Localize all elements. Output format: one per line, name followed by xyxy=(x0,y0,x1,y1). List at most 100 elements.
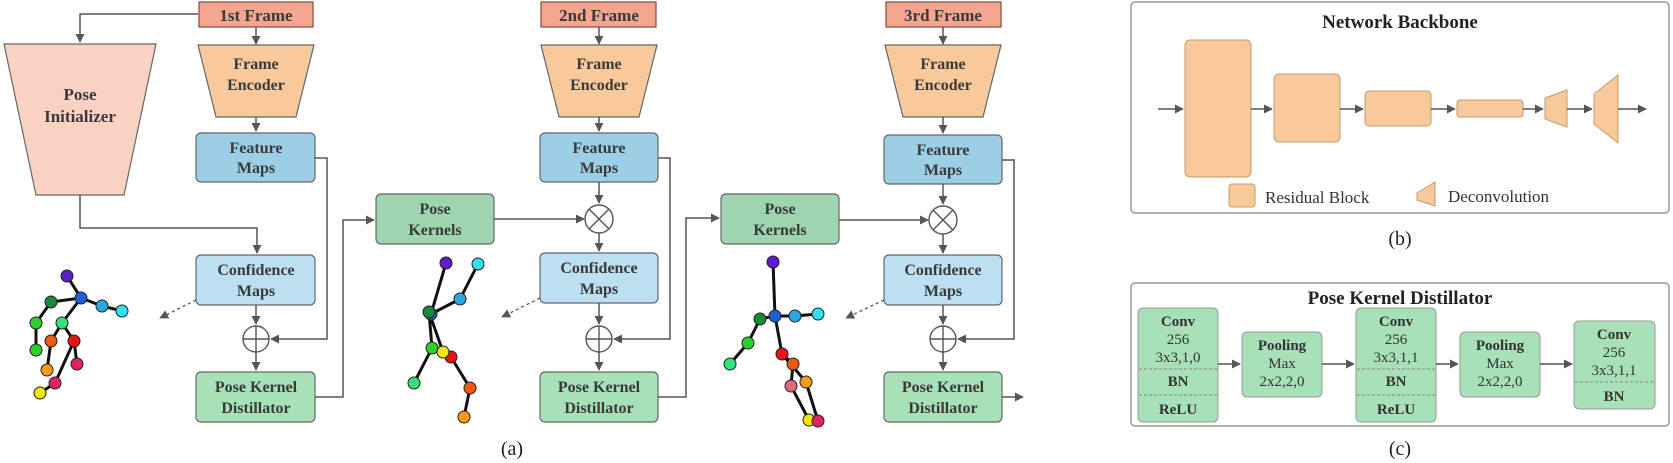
frame-encoder xyxy=(197,44,315,118)
frame-encoder-line2: Encoder xyxy=(914,77,972,94)
block-line2: 256 xyxy=(1167,332,1190,348)
frame-label-box xyxy=(885,1,1002,28)
skeleton-joint xyxy=(463,381,477,395)
pooling-block-1: Pooling Max 2x2,2,0 xyxy=(1241,331,1323,398)
skeleton-joint xyxy=(67,334,81,348)
pose-kernels-1: Pose Kernels xyxy=(375,193,495,245)
distillator-line1: Pose Kernel xyxy=(558,379,641,396)
frame-encoder xyxy=(540,44,658,118)
block-line2: Max xyxy=(1486,356,1514,372)
frame-encoder-line1: Frame xyxy=(576,56,621,73)
skeleton-joint xyxy=(453,292,467,306)
conv-block-1: Conv 256 3x3,1,0 BN ReLU xyxy=(1137,307,1219,423)
skeleton-joint xyxy=(766,255,780,269)
block-line1: Pooling xyxy=(1476,338,1525,354)
deconvolution-block xyxy=(1544,89,1568,128)
dashed-output-arrow xyxy=(159,299,197,319)
legend-deconv-label: Deconvolution xyxy=(1448,187,1550,206)
distillator-line2: Distillator xyxy=(908,400,977,417)
caption-a: (a) xyxy=(501,438,523,460)
skeleton-bone xyxy=(429,262,448,315)
column-frame-3: 3rd Frame Frame Encoder Feature Maps Con… xyxy=(845,1,1024,423)
feature-maps-line2: Maps xyxy=(237,160,275,177)
distillator-line1: Pose Kernel xyxy=(902,379,985,396)
column-frame-1: 1st Frame Frame Encoder Feature Maps Con… xyxy=(159,1,375,423)
distillator-to-kernels-arrow xyxy=(658,213,720,398)
feature-maps-line2: Maps xyxy=(924,162,962,179)
skeleton-joint xyxy=(788,309,802,323)
skeleton-joint xyxy=(811,414,825,428)
initializer-to-confidence-arrow xyxy=(79,195,262,254)
conv-block-2: Conv 256 3x3,1,1 BN ReLU xyxy=(1355,307,1437,423)
residual-block xyxy=(1456,99,1524,118)
skeleton-joint xyxy=(784,379,798,393)
skeleton-joint xyxy=(786,357,800,371)
bn-label: BN xyxy=(1604,389,1625,405)
pose-skeleton-1 xyxy=(29,269,129,400)
frame-encoder-line1: Frame xyxy=(233,56,278,73)
skeleton-joint xyxy=(29,316,43,330)
caption-b: (b) xyxy=(1388,228,1411,250)
legend-residual-label: Residual Block xyxy=(1265,188,1370,207)
relu-label: ReLU xyxy=(1377,402,1415,418)
skeleton-bone xyxy=(53,340,76,384)
legend-residual-swatch xyxy=(1228,183,1256,208)
add-operator xyxy=(929,325,957,353)
feature-maps-line1: Feature xyxy=(916,142,969,159)
skeleton-joint xyxy=(425,341,439,355)
frame-encoder-line1: Frame xyxy=(920,56,965,73)
multiply-operator xyxy=(584,204,614,234)
skeleton-bone xyxy=(458,263,480,300)
skeleton-joint xyxy=(115,304,129,318)
feature-maps-line1: Feature xyxy=(572,140,625,157)
distillator-line2: Distillator xyxy=(564,400,633,417)
feature-skip-arrow xyxy=(613,157,671,344)
pooling-block-2: Pooling Max 2x2,2,0 xyxy=(1459,331,1541,398)
block-line2: Max xyxy=(1268,356,1296,372)
block-line1: Conv xyxy=(1379,314,1414,330)
distillator-line2: Distillator xyxy=(221,400,290,417)
block-line3: 3x3,1,0 xyxy=(1156,350,1201,366)
frame-encoder-line2: Encoder xyxy=(570,77,628,94)
skeleton-joint xyxy=(44,334,58,348)
block-line1: Conv xyxy=(1597,327,1632,343)
skeleton-joint xyxy=(60,269,74,283)
skeleton-joint xyxy=(775,347,789,361)
feature-skip-arrow xyxy=(957,159,1015,344)
skeleton-joint xyxy=(422,305,436,319)
block-line2: 256 xyxy=(1603,345,1626,361)
skeleton-joint xyxy=(407,376,421,390)
frame1-to-initializer-arrow xyxy=(75,13,198,43)
block-line3: 2x2,2,0 xyxy=(1478,374,1523,390)
block-line3: 3x3,1,1 xyxy=(1374,350,1419,366)
pose-kernels-line1: Pose xyxy=(419,201,450,218)
pose-skeleton-2 xyxy=(407,256,485,424)
frame-label-box xyxy=(540,1,657,28)
feature-maps-line2: Maps xyxy=(580,160,618,177)
confidence-maps-line2: Maps xyxy=(580,281,618,298)
skeleton-joint xyxy=(723,357,737,371)
block-line3: 2x2,2,0 xyxy=(1260,374,1305,390)
skeleton-joint xyxy=(55,316,69,330)
skeleton-joint xyxy=(471,257,485,271)
skeleton-joint xyxy=(29,343,43,357)
confidence-maps-line1: Confidence xyxy=(904,262,981,279)
frame-encoder xyxy=(884,44,1002,118)
block-line1: Pooling xyxy=(1258,338,1307,354)
deconvolution-block xyxy=(1593,73,1619,145)
distillator-title: Pose Kernel Distillator xyxy=(1308,288,1493,309)
skeleton-joint xyxy=(439,256,453,270)
block-line1: Conv xyxy=(1161,314,1196,330)
feature-maps-line1: Feature xyxy=(229,140,282,157)
skeleton-bone xyxy=(771,261,777,317)
skeleton-joint xyxy=(95,299,109,313)
distillator-line1: Pose Kernel xyxy=(215,379,298,396)
caption-c: (c) xyxy=(1389,438,1411,460)
skeleton-bone xyxy=(412,347,434,384)
skeleton-joint xyxy=(768,309,782,323)
bn-label: BN xyxy=(1386,374,1407,390)
distillator-to-kernels-arrow xyxy=(315,215,375,398)
pose-kernels-line1: Pose xyxy=(764,201,795,218)
feature-skip-arrow xyxy=(270,157,328,344)
